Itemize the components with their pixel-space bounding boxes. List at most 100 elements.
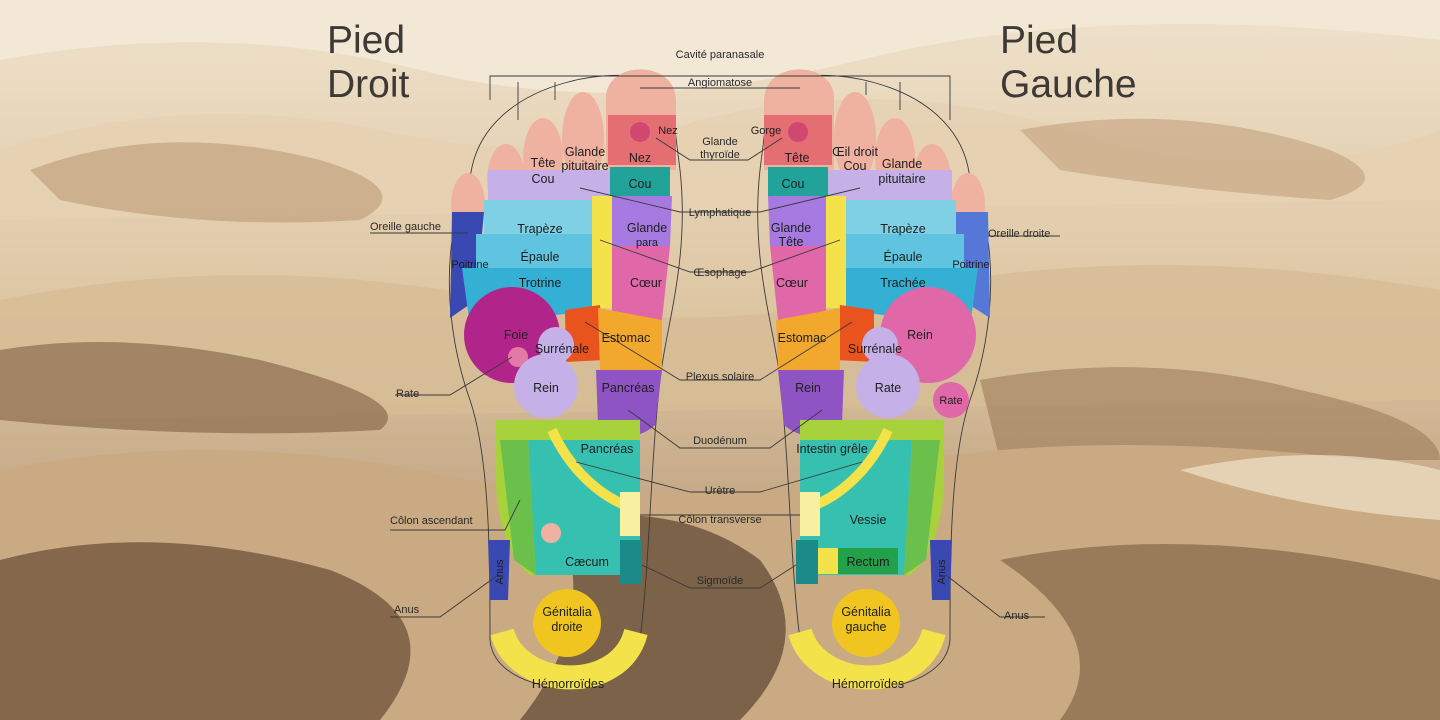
title-pied-gauche-line1: Pied — [1000, 19, 1079, 62]
right-foot-labels: Tête Cou Glande pituitaire Nez Nez Cou T… — [451, 125, 677, 691]
duodenum-label: Duodénum — [693, 435, 747, 447]
lf-coeur: Cœur — [776, 276, 808, 290]
lf-genitalia-1: Génitalia — [841, 605, 890, 619]
red-orange-zone — [565, 305, 604, 362]
anus-blue-strip — [488, 540, 510, 600]
nez-circle — [630, 122, 650, 142]
anus-blue-strip — [930, 540, 952, 600]
toe-small-4 — [834, 92, 876, 184]
green-strip — [904, 440, 940, 575]
cavite-label: Cavité paranasale — [676, 49, 765, 61]
genitalia-zone — [832, 589, 900, 657]
lf-tete: Tête — [784, 151, 809, 165]
gorge-circle — [788, 122, 808, 142]
title-pied-gauche-line2: Gauche — [1000, 63, 1137, 106]
rf-pancreas-lower: Pancréas — [581, 442, 634, 456]
oesophage-strip — [592, 196, 612, 308]
rf-glande-para-1: Glande — [627, 221, 667, 235]
teal-block — [800, 440, 912, 575]
trapeze-zone — [484, 200, 596, 234]
glande-thyroide-label-2: thyroïde — [700, 149, 740, 161]
lf-trapeze: Trapèze — [880, 222, 925, 236]
toe-small-4 — [562, 92, 604, 184]
rf-foie: Foie — [504, 328, 528, 342]
lf-hemorroides: Hémorroïdes — [832, 677, 904, 691]
title-pied-droit-line2: Droit — [327, 63, 410, 106]
rf-genitalia-2: droite — [551, 620, 582, 634]
lf-genitalia-2: gauche — [845, 620, 886, 634]
trapeze-zone — [844, 200, 956, 234]
estomac-zone — [776, 308, 840, 370]
lymphatique-label: Lymphatique — [689, 207, 752, 219]
lf-rein-big: Rein — [907, 328, 933, 342]
rf-glande-pit-1: Glande — [565, 145, 605, 159]
rf-cou: Cou — [629, 177, 652, 191]
callout-labels: Cavité paranasale Angiomatose Glande thy… — [370, 49, 1050, 622]
rf-surrenale: Surrénale — [535, 342, 589, 356]
coeur-zone — [770, 246, 826, 320]
rf-nez: Nez — [658, 125, 678, 137]
rf-trotrine: Trotrine — [519, 276, 562, 290]
lf-cou: Cou — [782, 177, 805, 191]
lf-glande-tete-2: Tête — [778, 235, 803, 249]
green-strip — [500, 440, 536, 575]
lf-cou-toe: Cou — [844, 159, 867, 173]
lf-glande-pit-2: pituitaire — [878, 172, 925, 186]
oreille-gauche-label: Oreille gauche — [370, 221, 441, 233]
left-foot — [764, 69, 990, 690]
plexus-label: Plexus solaire — [686, 371, 754, 383]
lf-trachee: Trachée — [880, 276, 925, 290]
anus-left-label: Anus — [1004, 610, 1030, 622]
glande-tete-zone — [768, 196, 826, 246]
left-foot-labels: Gorge Tête Cou Œil droit Cou Glande pitu… — [751, 125, 990, 691]
pink-dot — [541, 523, 561, 543]
toe-base-band — [488, 170, 614, 200]
rf-nez2: Nez — [629, 151, 651, 165]
colon-transverse-spot — [620, 492, 640, 536]
rf-rein: Rein — [533, 381, 559, 395]
title-pied-droit: Pied Droit — [327, 19, 409, 107]
hemorroides-arc — [490, 627, 648, 690]
anus-right-label: Anus — [394, 604, 420, 616]
rf-glande-pit-2: pituitaire — [561, 159, 608, 173]
sigmoide-spot — [796, 540, 818, 584]
epaule-zone — [476, 234, 596, 268]
rectum-yellow — [818, 548, 838, 574]
lf-rectum: Rectum — [846, 555, 889, 569]
toe-base-band — [826, 170, 952, 200]
rf-tete: Tête — [530, 156, 555, 170]
rf-epaule: Épaule — [521, 249, 560, 264]
lf-glande-pit-1: Glande — [882, 157, 922, 171]
sigmoide-label: Sigmoïde — [697, 575, 743, 587]
rf-genitalia-1: Génitalia — [542, 605, 591, 619]
rf-coeur: Cœur — [630, 276, 662, 290]
right-foot — [450, 69, 676, 690]
hemorroides-arc — [788, 627, 946, 690]
rf-hemorroides: Hémorroïdes — [532, 677, 604, 691]
lf-oeil-droit: Œil droit — [832, 145, 878, 159]
lf-rein-small: Rein — [795, 381, 821, 395]
title-pied-gauche: Pied Gauche — [1000, 19, 1137, 107]
estomac-zone — [598, 308, 662, 370]
lf-surrenale: Surrénale — [848, 342, 902, 356]
colon-transverse-label: Côlon transverse — [678, 514, 761, 526]
rf-caecum: Cæcum — [565, 555, 609, 569]
leader-lines — [370, 75, 1060, 618]
rf-anus-small: Anus — [494, 559, 506, 585]
surrenale-zone — [538, 327, 574, 363]
coeur-zone — [612, 246, 670, 320]
rf-cou-toe: Cou — [532, 172, 555, 186]
rf-estomac: Estomac — [602, 331, 651, 345]
lf-rate: Rate — [875, 381, 901, 395]
pancreas-upper-zone — [596, 370, 662, 437]
glande-thyroide-label-1: Glande — [702, 136, 737, 148]
cou-zone — [768, 167, 828, 198]
rate-zone — [856, 354, 920, 418]
lf-estomac: Estomac — [778, 331, 827, 345]
epaule-zone — [844, 234, 964, 268]
cou-zone — [610, 167, 670, 198]
lf-intestin: Intestin grêle — [796, 442, 868, 456]
lf-anus-small: Anus — [936, 559, 948, 585]
